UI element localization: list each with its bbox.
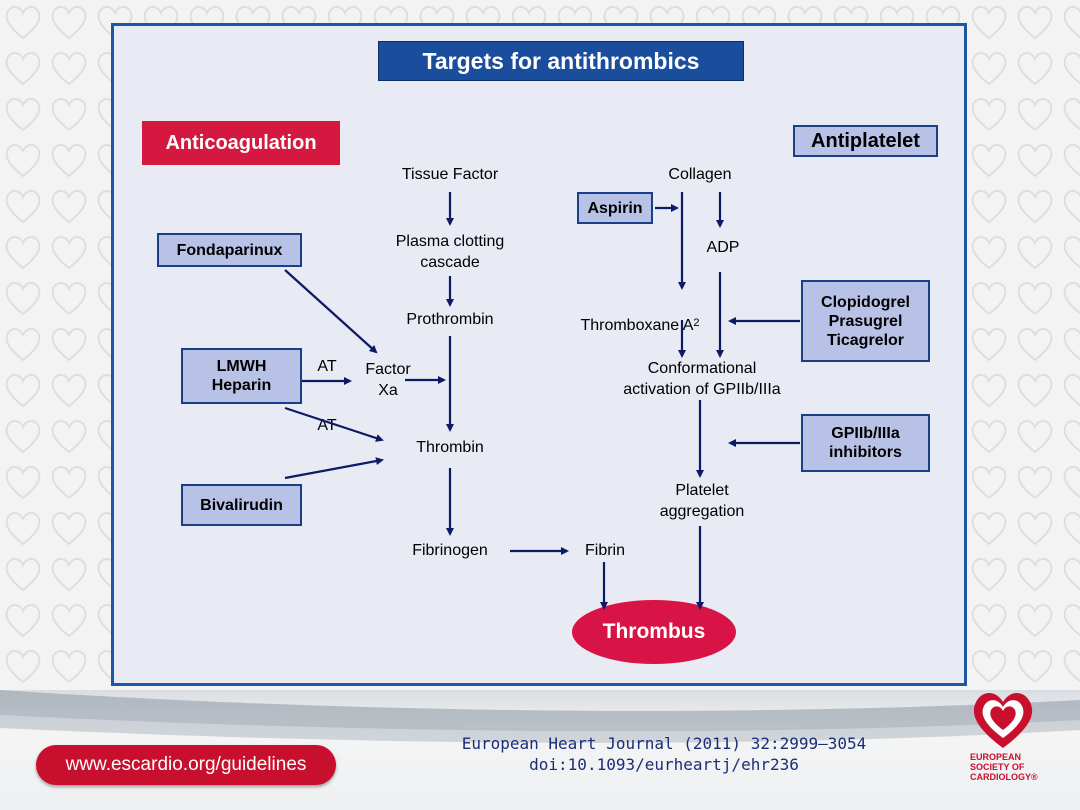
citation-doi: doi:10.1093/eurheartj/ehr236 xyxy=(529,755,799,774)
at-label-1: AT xyxy=(317,358,337,375)
guidelines-link[interactable]: www.escardio.org/guidelines xyxy=(36,745,336,785)
citation: European Heart Journal (2011) 32:2999–30… xyxy=(400,733,928,775)
bivalirudin-box: Bivalirudin xyxy=(181,484,302,526)
factor-xa-node: Factor Xa xyxy=(365,361,411,399)
collagen-node: Collagen xyxy=(668,166,732,183)
thrombin-node: Thrombin xyxy=(416,439,484,456)
plasma-clotting-node: Plasma clotting cascade xyxy=(395,233,505,271)
thrombus-node: Thrombus xyxy=(572,600,736,664)
conformational-activation-node: Conformational activation of GPIIb/IIIa xyxy=(623,360,781,398)
fibrin-node: Fibrin xyxy=(584,542,625,559)
tissue-factor-node: Tissue Factor xyxy=(401,166,499,183)
esc-heart-logo-icon xyxy=(973,693,1033,748)
at-label-2: AT xyxy=(317,417,337,434)
prothrombin-node: Prothrombin xyxy=(406,311,494,328)
gp-inhibitors-box: GPIIb/IIIa inhibitors xyxy=(801,414,930,472)
p2y12-inhibitors-box: Clopidogrel Prasugrel Ticagrelor xyxy=(801,280,930,362)
citation-journal: European Heart Journal (2011) 32:2999–30… xyxy=(461,734,867,753)
esc-logo-text: EUROPEAN SOCIETY OF CARDIOLOGY® xyxy=(970,752,1038,782)
thromboxane-node: Thromboxane A2 xyxy=(560,294,720,336)
lmwh-heparin-box: LMWH Heparin xyxy=(181,348,302,404)
thromboxane-subscript: 2 xyxy=(693,317,700,329)
footer-swoosh xyxy=(0,690,1080,743)
platelet-aggregation-node: Platelet aggregation xyxy=(659,482,745,520)
fondaparinux-box: Fondaparinux xyxy=(157,233,302,267)
adp-node: ADP xyxy=(706,239,740,256)
diagram-title: Targets for antithrombics xyxy=(378,41,744,81)
anticoagulation-label: Anticoagulation xyxy=(142,121,340,165)
antiplatelet-label: Antiplatelet xyxy=(793,125,938,157)
fibrinogen-node: Fibrinogen xyxy=(412,542,488,559)
thromboxane-text: Thromboxane A xyxy=(580,317,694,334)
aspirin-box: Aspirin xyxy=(577,192,653,224)
